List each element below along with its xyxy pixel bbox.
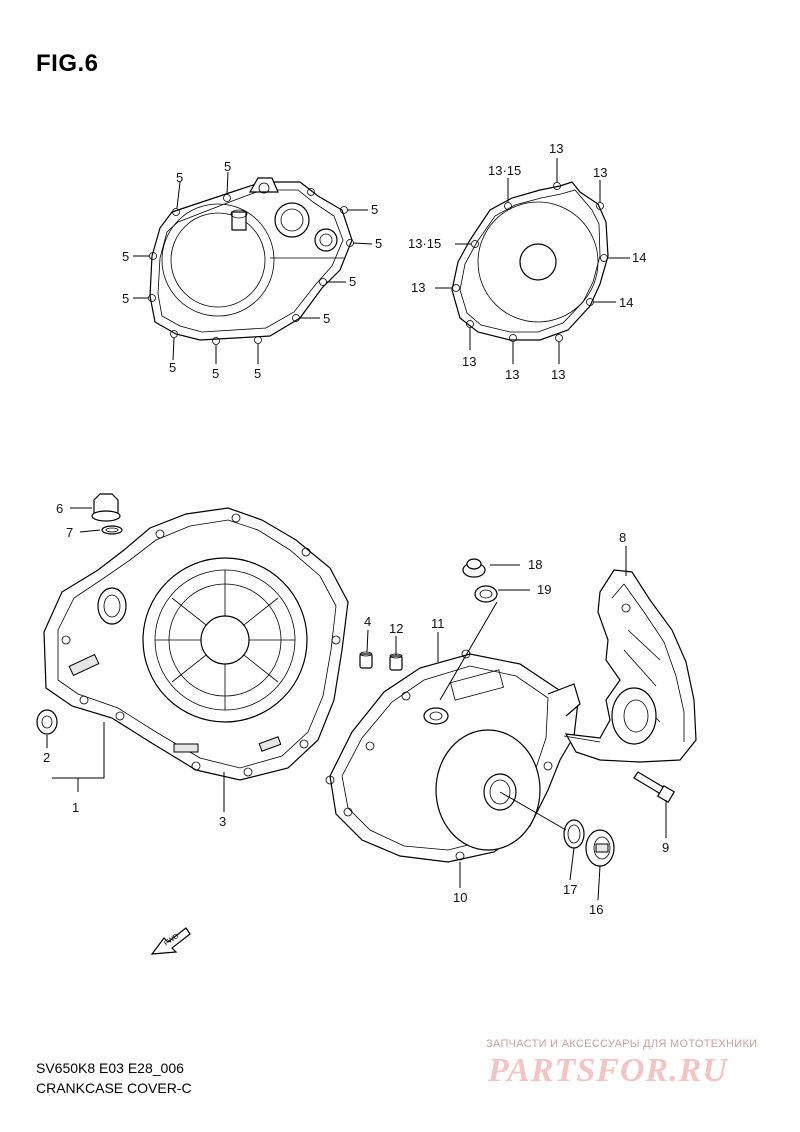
guard-bolt — [633, 771, 676, 804]
gasket-right-label: 13 — [551, 367, 565, 382]
gasket-left-label: 5 — [224, 159, 231, 174]
gasket-right-label: 13 — [549, 141, 563, 156]
part-label-1: 1 — [72, 800, 79, 815]
gasket-left-label: 5 — [122, 291, 129, 306]
gasket-right-label: 13·15 — [408, 236, 441, 251]
generator-cover-guard — [563, 569, 697, 763]
generator-cover — [325, 649, 581, 863]
clutch-cover — [43, 507, 349, 781]
diagram-code: SV650K8 E03 E28_006 — [36, 1060, 184, 1076]
part-label-18: 18 — [528, 557, 542, 572]
watermark-tagline: ЗАПЧАСТИ И АКСЕССУАРЫ ДЛЯ МОТОТЕХНИКИ — [486, 1038, 758, 1050]
part-label-16: 16 — [589, 902, 603, 917]
gasket-right-label: 14 — [632, 250, 646, 265]
part-label-11: 11 — [431, 616, 445, 631]
part-number-labels: 1 2 3 4 6 7 8 9 10 11 12 16 17 18 19 — [43, 501, 669, 917]
gasket-left-callouts: 5 5 5 5 5 5 5 5 5 5 5 — [122, 159, 382, 381]
gasket-left-label: 5 — [371, 202, 378, 217]
leader-lines — [46, 507, 667, 901]
oil-seal — [36, 709, 58, 735]
part-label-6: 6 — [56, 501, 63, 516]
gasket-right-label: 13 — [411, 280, 425, 295]
part-label-12: 12 — [389, 621, 403, 636]
part-label-4: 4 — [364, 614, 371, 629]
part-label-19: 19 — [537, 582, 551, 597]
gasket-left-label: 5 — [375, 236, 382, 251]
part-label-8: 8 — [619, 530, 626, 545]
cap-o-ring — [474, 585, 498, 603]
figure-title: FIG.6 — [36, 50, 99, 77]
gasket-left-label: 5 — [169, 360, 176, 375]
generator-cover-plug — [585, 829, 615, 867]
dowel-pin-4 — [359, 651, 373, 669]
gasket-right-label: 14 — [619, 295, 633, 310]
gasket-right-callouts: 13 13·15 13 13·15 13 13 13 13 14 14 — [408, 141, 646, 382]
gasket-right-label: 13 — [462, 354, 476, 369]
gasket-right-label: 13 — [505, 367, 519, 382]
part-label-7: 7 — [66, 525, 73, 540]
part-label-10: 10 — [453, 890, 467, 905]
gasket-right-label: 13 — [593, 165, 607, 180]
generator-cover-gasket — [451, 181, 609, 342]
gasket-left-label: 5 — [349, 274, 356, 289]
gasket-left-label: 5 — [212, 366, 219, 381]
gasket-left-label: 5 — [122, 249, 129, 264]
dowel-pin-12 — [389, 653, 403, 671]
gasket-left-label: 5 — [323, 311, 330, 326]
part-label-17: 17 — [563, 882, 577, 897]
gasket-right-label: 13·15 — [488, 163, 521, 178]
clutch-cover-gasket — [149, 177, 353, 341]
diagram-name: CRANKCASE COVER-C — [36, 1080, 192, 1096]
plug-o-ring — [563, 819, 585, 849]
gasket-left-label: 5 — [254, 366, 261, 381]
watermark-logo: PARTSFOR.RU — [488, 1052, 728, 1089]
gasket-left-label: 5 — [176, 170, 183, 185]
part-label-2: 2 — [43, 750, 50, 765]
forward-direction-arrow: FWD — [150, 927, 191, 955]
part-label-3: 3 — [219, 814, 226, 829]
part-label-9: 9 — [662, 840, 669, 855]
oil-level-cap — [462, 558, 486, 578]
oil-filler-cap — [91, 493, 123, 535]
